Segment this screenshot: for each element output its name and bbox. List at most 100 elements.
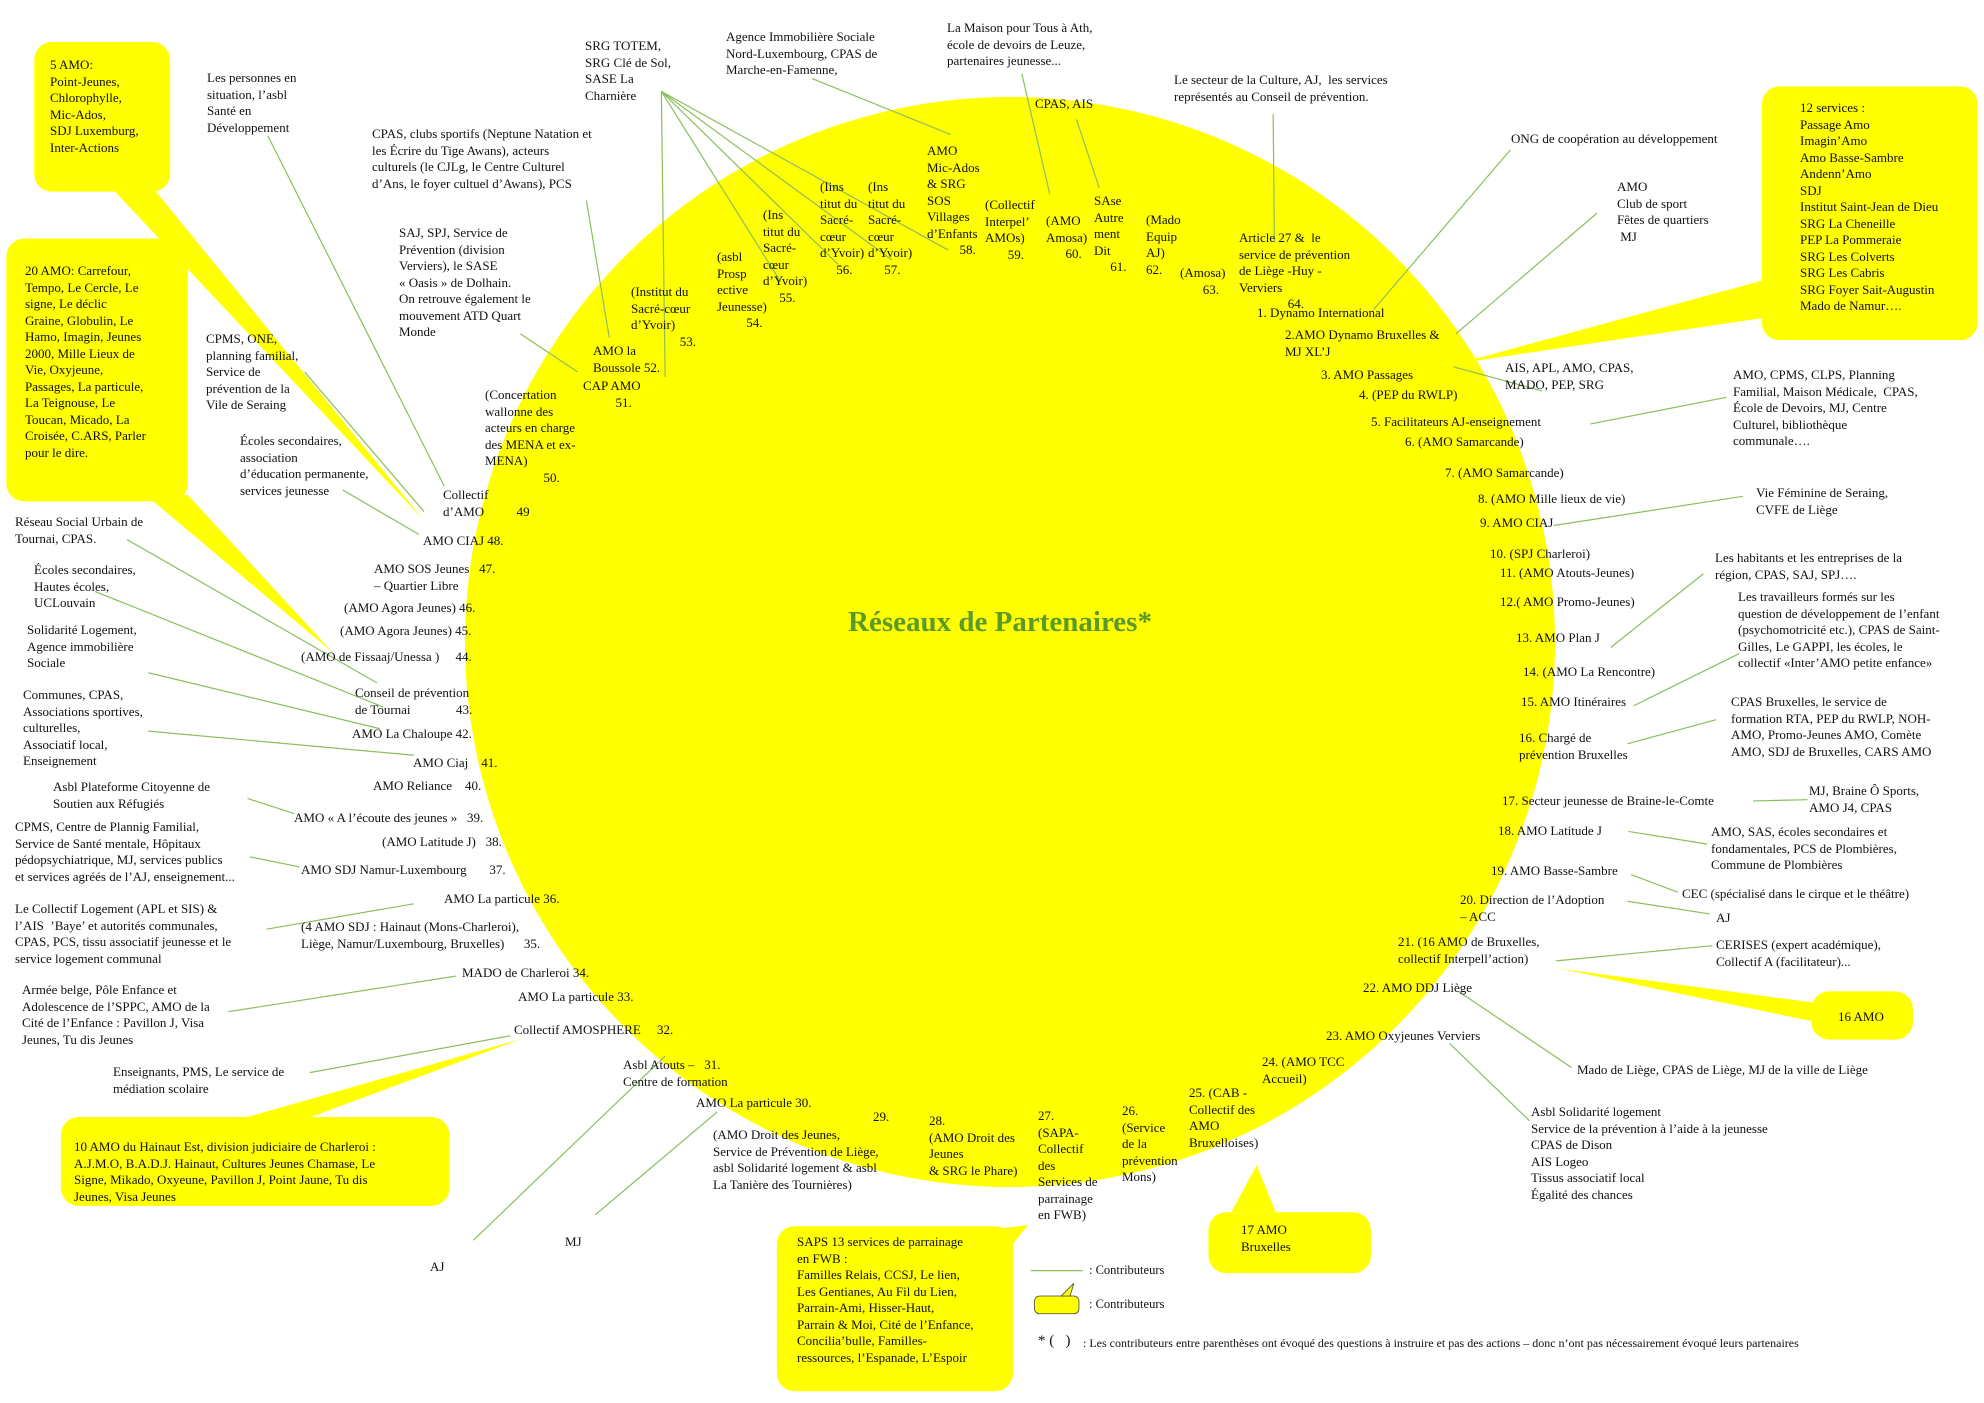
connector-line [1627,900,1710,915]
partner-label: Mado de Liège, CPAS de Liège, MJ de la v… [1577,1062,1868,1077]
ring-item: 8. (AMO Mille lieux de vie) [1478,491,1626,506]
ring-item: CAP AMO 51. [583,378,641,410]
ring-item: 6. (AMO Samarcande) [1405,434,1524,449]
callout-bubble [776,1226,1013,1392]
ring-item: 3. AMO Passages [1321,367,1414,382]
connector-line [309,1035,511,1074]
ring-item: 28. (AMO Droit des Jeunes & SRG le Phare… [929,1113,1018,1178]
ring-item: 11. (AMO Atouts-Jeunes) [1500,565,1635,580]
connector-line [594,1111,718,1216]
ring-item: (Ins titut du Sacré- cœur d’Yvoir) 55. [763,207,808,305]
partner-label: CPAS Bruxelles, le service de formation … [1731,694,1932,759]
connector-line [1630,874,1679,893]
ring-item: AMO La particule 36. [444,891,560,906]
connector-line [660,91,666,378]
partner-label: ONG de coopération au développement [1511,131,1718,146]
callout-tail [247,1038,523,1118]
connector-line [1633,653,1740,707]
partner-label: Agence Immobilière Sociale Nord-Luxembou… [726,29,878,77]
callout-bubble [34,41,171,192]
partner-label: MJ [565,1234,582,1249]
ring-item: (Mado Equip AJ) 62. [1146,212,1181,277]
connector-line [342,489,420,535]
ring-item: AMO Reliance 40. [373,778,482,793]
ring-item: (Iins titut du Sacré- cœur d’Yvoir) 56. [820,179,865,277]
callout-bubble [60,1117,450,1206]
connector-line [585,200,610,338]
ring-item: AMO la Boussole 52. [593,343,661,375]
ring-item: 18. AMO Latitude J [1498,823,1602,838]
ring-item: Collectif d’AMO 49 [443,487,530,519]
connector-line [660,90,893,261]
connector-line [304,371,425,512]
callout-bubble [6,238,188,502]
partner-label: SAJ, SPJ, Service de Prévention (divisio… [399,225,531,339]
partner-label: Le secteur de la Culture, AJ, les servic… [1174,72,1388,104]
connector-line [1627,719,1717,745]
legend-bubble-label: : Contributeurs [1089,1297,1165,1311]
ring-item: (Concertation wallonne des acteurs en ch… [485,387,576,485]
ring-item: (Institut du Sacré-cœur d’Yvoir) 53. [631,284,696,349]
partner-label: AJ [430,1259,445,1274]
ring-item: 29. [873,1109,890,1124]
ring-item: 2.AMO Dynamo Bruxelles & MJ XL’J [1285,327,1440,359]
diagram-title: Réseaux de Partenaires* [848,606,1152,638]
connector-line [661,90,949,251]
legend-note-symbol: * ( ) [1038,1333,1071,1349]
callout-bubbles [6,41,1978,1392]
ring-item: Article 27 & le service de prévention de… [1239,230,1351,311]
legend-bubble-tail [1060,1283,1075,1297]
connector-line [1553,495,1743,527]
partner-label: SRG TOTEM, SRG Clé de Sol, SASE La Charn… [585,38,671,103]
callout-text: 20 AMO: Carrefour, Tempo, Le Cercle, Le … [25,263,146,460]
partner-label: Les travailleurs formés sur les question… [1738,589,1940,670]
ring-item: (AMO Latitude J) 38. [382,834,502,849]
ring-item: 10. (SPJ Charleroi) [1490,546,1591,561]
central-circle [465,97,1555,1187]
ring-item: 9. AMO CIAJ [1480,515,1554,530]
callout-text: 17 AMO Bruxelles [1241,1222,1291,1254]
ring-item: 14. (AMO La Rencontre) [1523,664,1656,679]
partner-label: Les habitants et les entreprises de la r… [1715,550,1902,582]
ring-item: 17. Secteur jeunesse de Braine-le-Comte [1502,793,1714,808]
ring-item: Conseil de prévention de Tournai 43. [355,685,473,717]
ring-item: 16. Chargé de prévention Bruxelles [1519,730,1628,762]
callout-text: 16 AMO [1838,1009,1884,1024]
ring-item: AMO La particule 30. [696,1095,812,1110]
ring-item: 27. (SAPA- Collectif des Services de par… [1038,1108,1098,1222]
connector-line [1075,119,1100,189]
ring-item: AMO Mic-Ados & SRG SOS Villages d’Enfant… [927,143,980,257]
ring-item: 12.( AMO Promo-Jeunes) [1500,594,1635,609]
ring-item: (AMO Amosa) 60. [1046,213,1088,261]
callout-bubble [1811,991,1913,1040]
partner-label: Solidarité Logement, Agence immobilière … [27,622,137,670]
partner-label: CPAS, AIS [1035,96,1094,111]
callout-text: 5 AMO: Point-Jeunes, Chlorophylle, Mic-A… [50,57,139,155]
connector-line [1610,573,1704,648]
callout-text: 12 services : Passage Amo Imagin’Amo Amo… [1800,100,1939,313]
ring-item: (Collectif Interpel’ AMOs) 59. [985,197,1035,262]
ring-item: 5. Facilitateurs AJ-enseignement [1371,414,1542,429]
ring-item: 25. (CAB - Collectif des AMO Bruxelloise… [1189,1085,1259,1150]
ring-item: 19. AMO Basse-Sambre [1491,863,1618,878]
ring-item: Collectif AMOSPHERE 32. [514,1022,674,1037]
ring-item: (Amosa) 63. [1180,265,1226,297]
connector-line [1372,149,1511,311]
partner-label: AMO, SAS, écoles secondaires et fondamen… [1711,824,1897,872]
ring-item: AMO La Chaloupe 42. [352,726,472,741]
partner-label: AMO Club de sport Fêtes de quartiers MJ [1617,179,1709,244]
partner-label: CPMS, Centre de Plannig Familial, Servic… [15,819,235,884]
connector-line [126,538,378,684]
partner-label: Le Collectif Logement (APL et SIS) & l’A… [15,901,232,966]
callout-text: 10 AMO du Hainaut Est, division judiciai… [74,1139,376,1204]
connector-line [94,590,384,708]
partner-label: Asbl Plateforme Citoyenne de Soutien aux… [53,779,211,811]
ring-item: 21. (16 AMO de Bruxelles, collectif Inte… [1398,934,1540,966]
connector-line [660,90,839,265]
connector-line [660,91,782,283]
callout-text: SAPS 13 services de parrainage en FWB : … [797,1234,974,1365]
connector-line [148,730,414,756]
callout-tail [145,495,333,653]
callout-bubble [1208,1212,1371,1274]
ring-item: AMO CIAJ 48. [423,533,504,548]
